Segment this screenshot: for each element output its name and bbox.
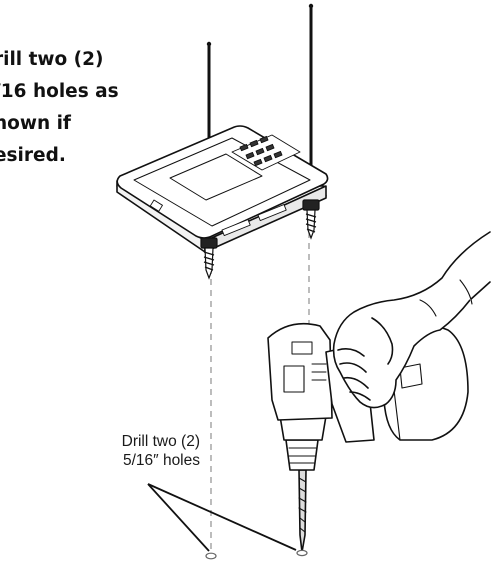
instruction-text: rill two (2) /16 holes as hown if esired…	[0, 44, 194, 172]
hole-icon	[205, 552, 217, 560]
callout-leader-right	[147, 483, 297, 551]
callout-line: Drill two (2)	[121, 433, 200, 450]
instruction-line: esired.	[0, 145, 66, 166]
instruction-line: rill two (2)	[0, 49, 104, 70]
hole-icon	[296, 549, 308, 557]
hand-icon	[332, 231, 491, 409]
screw-icon	[302, 199, 320, 240]
instruction-line: hown if	[0, 113, 71, 134]
receiver-device-icon	[116, 125, 329, 253]
screw-icon	[200, 237, 218, 280]
callout-label: Drill two (2) 5/16″ holes	[90, 432, 200, 470]
callout-line: 5/16″ holes	[122, 452, 200, 469]
instruction-line: /16 holes as	[0, 81, 119, 102]
callout-leader-left	[147, 483, 210, 552]
